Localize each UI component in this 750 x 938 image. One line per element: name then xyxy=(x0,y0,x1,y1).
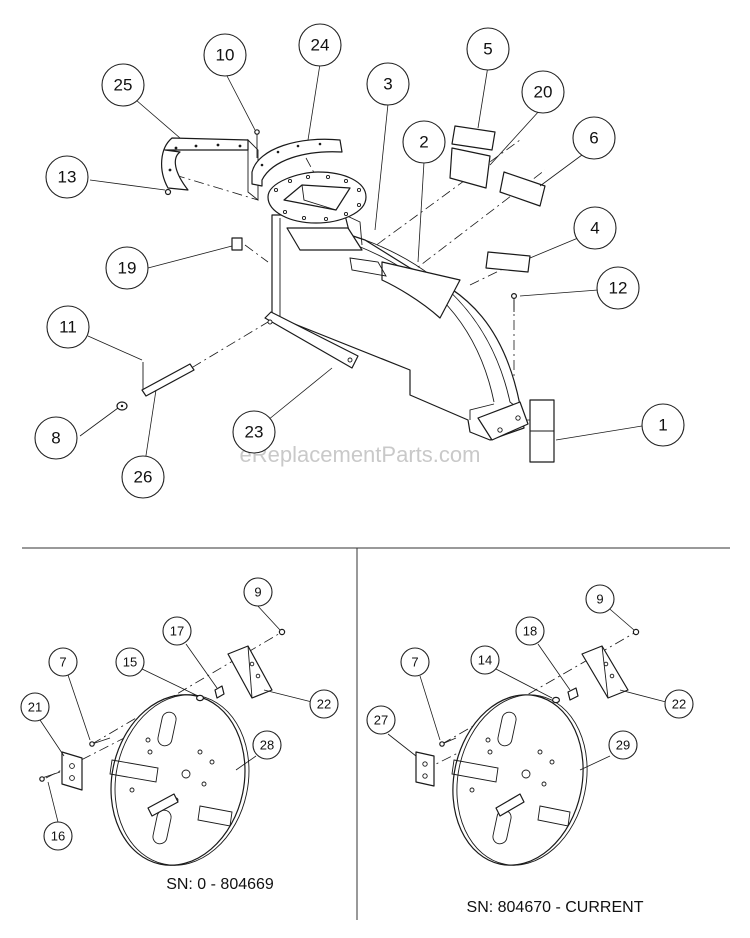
callout-l28: 28 xyxy=(252,730,282,760)
gasket-half-ring-right xyxy=(251,138,343,187)
callout-24: 24 xyxy=(298,23,342,67)
decal-19 xyxy=(231,237,243,251)
top-leader-lines xyxy=(79,63,643,463)
svg-text:9: 9 xyxy=(254,585,261,600)
flange-square-opening xyxy=(283,184,351,211)
svg-text:29: 29 xyxy=(616,738,630,753)
svg-text:24: 24 xyxy=(311,36,330,55)
svg-text:12: 12 xyxy=(609,279,628,298)
callout-r9: 9 xyxy=(585,584,615,614)
callout-6: 6 xyxy=(572,116,616,160)
decal-4 xyxy=(485,251,531,273)
callout-26: 26 xyxy=(121,455,165,499)
main-housing-assembly xyxy=(116,125,555,463)
callout-20: 20 xyxy=(521,70,565,114)
sn-label-left: SN: 0 - 804669 xyxy=(166,876,274,893)
svg-text:21: 21 xyxy=(28,700,42,715)
top-panel-2 xyxy=(381,261,461,319)
svg-text:2: 2 xyxy=(419,133,428,152)
callout-3: 3 xyxy=(366,62,410,106)
svg-text:22: 22 xyxy=(672,697,686,712)
callout-l15: 15 xyxy=(115,647,145,677)
gasket-left-end xyxy=(247,138,259,201)
callout-1: 1 xyxy=(641,403,685,447)
gasket-half-ring-left xyxy=(161,137,249,191)
svg-text:13: 13 xyxy=(58,168,77,187)
callout-23: 23 xyxy=(232,410,276,454)
foot-bracket xyxy=(477,401,529,441)
callout-l9: 9 xyxy=(243,577,273,607)
callout-8: 8 xyxy=(34,416,78,460)
svg-text:26: 26 xyxy=(134,468,153,487)
svg-text:7: 7 xyxy=(59,655,66,670)
svg-text:19: 19 xyxy=(118,259,137,278)
svg-text:18: 18 xyxy=(523,624,537,639)
callout-12: 12 xyxy=(596,266,640,310)
svg-text:15: 15 xyxy=(123,655,137,670)
gasket-left-holes xyxy=(168,143,242,172)
decal-20 xyxy=(449,147,491,189)
shaft-26 xyxy=(141,363,195,397)
callout-l17: 17 xyxy=(162,616,192,646)
callout-4: 4 xyxy=(573,206,617,250)
callout-5: 5 xyxy=(466,27,510,71)
svg-text:20: 20 xyxy=(534,83,553,102)
svg-text:27: 27 xyxy=(374,713,388,728)
callout-l7: 7 xyxy=(48,647,78,677)
disc-assembly-left xyxy=(39,628,286,866)
svg-text:11: 11 xyxy=(59,318,77,337)
svg-text:9: 9 xyxy=(596,592,603,607)
foot-plate-23 xyxy=(264,311,359,369)
callout-10: 10 xyxy=(203,33,247,77)
decal-6 xyxy=(499,171,546,207)
gasket-right-holes xyxy=(260,142,322,167)
top-panel-3 xyxy=(286,227,363,251)
sn-label-right: SN: 804670 - CURRENT xyxy=(467,899,644,916)
screw-13 xyxy=(164,188,172,196)
disc-assembly-right xyxy=(415,628,640,866)
callout-l21: 21 xyxy=(20,692,50,722)
svg-text:14: 14 xyxy=(478,653,492,668)
bottom-left-leaders xyxy=(39,603,313,823)
callout-r14: 14 xyxy=(470,645,500,675)
watermark: eReplacementParts.com xyxy=(240,442,481,467)
svg-text:7: 7 xyxy=(411,655,418,670)
callout-r18: 18 xyxy=(515,616,545,646)
svg-text:6: 6 xyxy=(589,129,598,148)
decal-5 xyxy=(451,125,496,151)
svg-text:28: 28 xyxy=(260,738,274,753)
svg-text:23: 23 xyxy=(245,423,264,442)
callout-11: 11 xyxy=(46,305,90,349)
svg-text:4: 4 xyxy=(590,219,599,238)
svg-text:16: 16 xyxy=(51,829,65,844)
callout-2: 2 xyxy=(402,120,446,164)
svg-text:1: 1 xyxy=(658,416,667,435)
callout-19: 19 xyxy=(105,246,149,290)
svg-text:8: 8 xyxy=(51,429,60,448)
callout-l16: 16 xyxy=(43,821,73,851)
callout-13: 13 xyxy=(45,155,89,199)
callout-r22: 22 xyxy=(664,689,694,719)
svg-text:10: 10 xyxy=(216,46,235,65)
callout-r29: 29 xyxy=(608,730,638,760)
svg-text:17: 17 xyxy=(170,624,184,639)
callout-l22: 22 xyxy=(309,689,339,719)
svg-text:22: 22 xyxy=(317,697,331,712)
svg-text:3: 3 xyxy=(383,75,392,94)
flange-bolt-holes xyxy=(273,174,362,222)
svg-text:25: 25 xyxy=(114,76,133,95)
callout-r7: 7 xyxy=(400,647,430,677)
svg-text:5: 5 xyxy=(483,40,492,59)
callout-r27: 27 xyxy=(366,705,396,735)
callout-25: 25 xyxy=(101,63,145,107)
bottom-right-leaders xyxy=(387,603,667,771)
